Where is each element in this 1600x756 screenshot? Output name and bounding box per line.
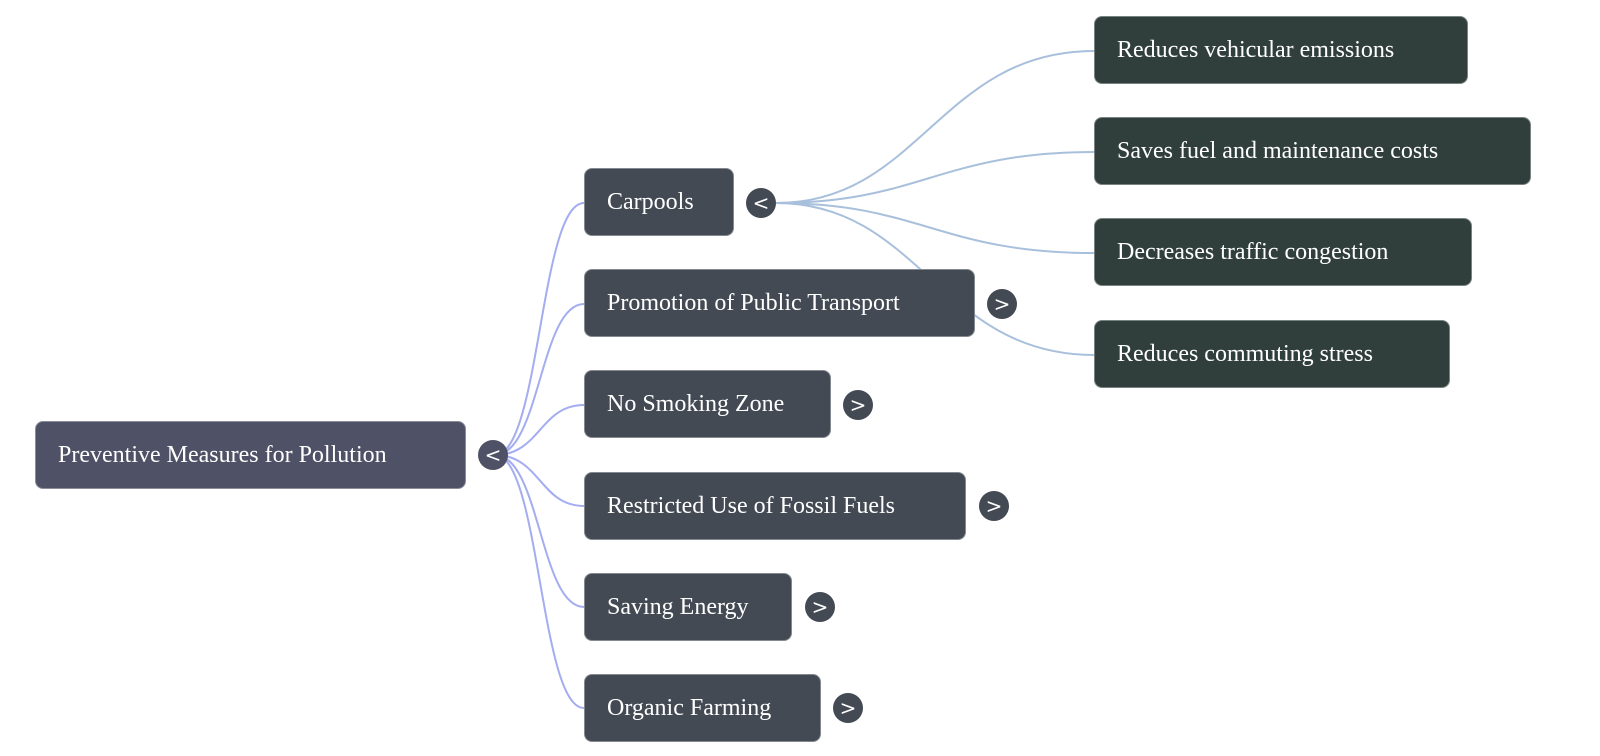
node-label: Reduces commuting stress [1117, 340, 1373, 367]
node-label: Organic Farming [607, 694, 772, 721]
node-fossil-fuels[interactable]: Restricted Use of Fossil Fuels [584, 472, 966, 540]
node-label: Saving Energy [607, 593, 749, 620]
node-label: Carpools [607, 188, 694, 215]
node-label: Promotion of Public Transport [607, 289, 900, 316]
node-label: Saves fuel and maintenance costs [1117, 137, 1439, 164]
expand-toggle-no-smoking-zone[interactable]: > [843, 390, 873, 420]
root-node[interactable]: Preventive Measures for Pollution [35, 421, 466, 489]
expand-toggle-public-transport[interactable]: > [987, 289, 1017, 319]
expand-toggle-organic-farming[interactable]: > [833, 693, 863, 723]
edge-carpools-fuel [775, 151, 1095, 204]
edge-root-carpools [494, 202, 585, 456]
edge-carpools-emissions [775, 50, 1095, 204]
expand-toggle-fossil-fuels[interactable]: > [979, 491, 1009, 521]
node-reduces-vehicular-emissions[interactable]: Reduces vehicular emissions [1094, 16, 1468, 84]
edge-root-no-smoking [494, 404, 585, 456]
node-label: Reduces vehicular emissions [1117, 36, 1395, 63]
node-label: Restricted Use of Fossil Fuels [607, 492, 895, 519]
node-decreases-traffic-congestion[interactable]: Decreases traffic congestion [1094, 218, 1472, 286]
node-organic-farming[interactable]: Organic Farming [584, 674, 821, 742]
edge-root-saving-energy [494, 454, 585, 608]
node-saving-energy[interactable]: Saving Energy [584, 573, 792, 641]
node-public-transport[interactable]: Promotion of Public Transport [584, 269, 975, 337]
node-saves-fuel-costs[interactable]: Saves fuel and maintenance costs [1094, 117, 1531, 185]
node-no-smoking-zone[interactable]: No Smoking Zone [584, 370, 831, 438]
node-carpools[interactable]: Carpools [584, 168, 734, 236]
root-node-label: Preventive Measures for Pollution [58, 441, 387, 468]
node-label: No Smoking Zone [607, 390, 785, 417]
expand-toggle-saving-energy[interactable]: > [805, 592, 835, 622]
edge-root-organic-farming [494, 454, 585, 709]
edge-root-public-transport [494, 303, 585, 456]
edge-carpools-traffic [775, 202, 1095, 254]
edge-root-fossil-fuels [494, 454, 585, 507]
collapse-toggle-root[interactable]: < [478, 440, 508, 470]
node-reduces-commuting-stress[interactable]: Reduces commuting stress [1094, 320, 1450, 388]
node-label: Decreases traffic congestion [1117, 238, 1389, 265]
collapse-toggle-carpools[interactable]: < [746, 188, 776, 218]
